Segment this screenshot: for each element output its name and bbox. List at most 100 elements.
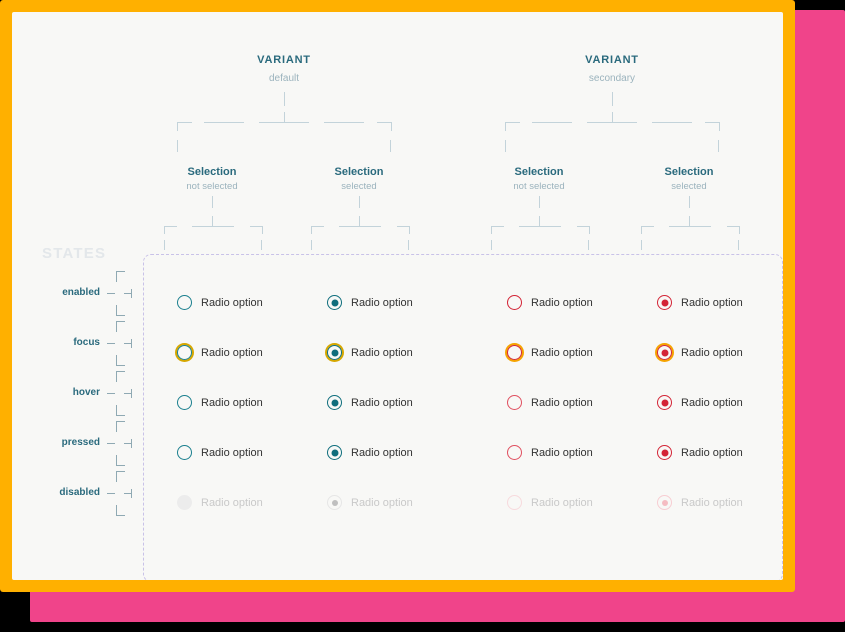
radio-option-hover-default-unselected[interactable]: Radio option bbox=[177, 395, 263, 410]
radio-option-enabled-secondary-unselected[interactable]: Radio option bbox=[507, 295, 593, 310]
selection-subtitle-default-selected: selected bbox=[341, 181, 377, 192]
radio-option-pressed-secondary-unselected[interactable]: Radio option bbox=[507, 445, 593, 460]
radio-inner-dot bbox=[331, 449, 338, 456]
connector-line bbox=[261, 240, 262, 250]
radio-option-label: Radio option bbox=[531, 296, 593, 309]
selection-title-default-unselected: Selection bbox=[187, 166, 237, 178]
connector-line bbox=[539, 216, 540, 226]
radio-option-label: Radio option bbox=[681, 396, 743, 409]
radio-button-icon[interactable] bbox=[507, 445, 522, 460]
radio-button-icon[interactable] bbox=[327, 345, 342, 360]
radio-option-label: Radio option bbox=[351, 446, 413, 459]
connector-line bbox=[519, 226, 561, 227]
state-label-pressed: pressed bbox=[61, 437, 100, 448]
radio-button-icon[interactable] bbox=[177, 445, 192, 460]
radio-option-pressed-default-unselected[interactable]: Radio option bbox=[177, 445, 263, 460]
radio-option-focus-secondary-selected[interactable]: Radio option bbox=[657, 345, 743, 360]
radio-inner-dot bbox=[661, 449, 668, 456]
radio-option-focus-default-selected[interactable]: Radio option bbox=[327, 345, 413, 360]
radio-option-focus-secondary-unselected[interactable]: Radio option bbox=[507, 345, 593, 360]
radio-option-focus-default-unselected[interactable]: Radio option bbox=[177, 345, 263, 360]
state-connector-tick-vertical bbox=[131, 389, 132, 398]
connector-line bbox=[339, 226, 381, 227]
radio-inner-dot bbox=[661, 399, 668, 406]
radio-option-hover-secondary-unselected[interactable]: Radio option bbox=[507, 395, 593, 410]
radio-button-icon[interactable] bbox=[327, 295, 342, 310]
radio-button-icon[interactable] bbox=[657, 345, 672, 360]
radio-button-icon[interactable] bbox=[327, 445, 342, 460]
radio-option-pressed-secondary-selected[interactable]: Radio option bbox=[657, 445, 743, 460]
radio-option-label: Radio option bbox=[201, 446, 263, 459]
connector-line bbox=[669, 226, 711, 227]
radio-button-icon[interactable] bbox=[507, 395, 522, 410]
state-label-focus: focus bbox=[73, 337, 100, 348]
connector-line bbox=[284, 112, 285, 122]
state-connector-tick-vertical bbox=[131, 489, 132, 498]
radio-option-hover-secondary-selected[interactable]: Radio option bbox=[657, 395, 743, 410]
radio-button-icon bbox=[177, 495, 192, 510]
radio-option-label: Radio option bbox=[531, 446, 593, 459]
connector-corner bbox=[577, 226, 590, 234]
state-connector-tick-vertical bbox=[131, 289, 132, 298]
radio-option-label: Radio option bbox=[351, 496, 413, 509]
radio-inner-dot bbox=[331, 299, 338, 306]
radio-option-label: Radio option bbox=[681, 446, 743, 459]
connector-line bbox=[204, 122, 244, 123]
state-label-enabled: enabled bbox=[62, 287, 100, 298]
radio-option-enabled-default-unselected[interactable]: Radio option bbox=[177, 295, 263, 310]
radio-button-icon[interactable] bbox=[507, 345, 522, 360]
radio-option-label: Radio option bbox=[351, 396, 413, 409]
variant-subtitle-secondary: secondary bbox=[588, 73, 636, 84]
radio-option-label: Radio option bbox=[351, 346, 413, 359]
radio-button-icon[interactable] bbox=[657, 395, 672, 410]
connector-line bbox=[259, 122, 309, 123]
state-bracket-corner-top bbox=[116, 271, 125, 282]
connector-corner bbox=[397, 226, 410, 234]
connector-corner bbox=[641, 226, 654, 234]
variant-title-default: VARIANT bbox=[257, 54, 311, 66]
state-connector-tick bbox=[124, 393, 131, 394]
radio-button-icon bbox=[657, 495, 672, 510]
state-connector-dash bbox=[107, 393, 115, 394]
radio-row-hover: Radio option Radio option Radio option Radi… bbox=[12, 395, 783, 415]
connector-line bbox=[532, 122, 572, 123]
radio-row-enabled: Radio option Radio option Radio option Radi… bbox=[12, 295, 783, 315]
connector-line bbox=[738, 240, 739, 250]
radio-button-icon[interactable] bbox=[177, 345, 192, 360]
radio-button-icon[interactable] bbox=[657, 295, 672, 310]
connector-line bbox=[505, 140, 506, 152]
selection-subtitle-default-unselected: not selected bbox=[186, 181, 238, 192]
radio-option-hover-default-selected[interactable]: Radio option bbox=[327, 395, 413, 410]
state-connector-dash bbox=[107, 293, 115, 294]
radio-option-label: Radio option bbox=[531, 396, 593, 409]
radio-option-enabled-secondary-selected[interactable]: Radio option bbox=[657, 295, 743, 310]
radio-option-label: Radio option bbox=[201, 346, 263, 359]
state-connector-tick-vertical bbox=[131, 339, 132, 348]
radio-button-icon[interactable] bbox=[507, 295, 522, 310]
radio-option-enabled-default-selected[interactable]: Radio option bbox=[327, 295, 413, 310]
radio-option-pressed-default-selected[interactable]: Radio option bbox=[327, 445, 413, 460]
state-bracket-corner-top bbox=[116, 421, 125, 432]
radio-inner-dot bbox=[331, 349, 338, 356]
connector-line bbox=[652, 122, 692, 123]
state-bracket-corner-top bbox=[116, 321, 125, 332]
radio-button-icon[interactable] bbox=[657, 445, 672, 460]
connector-line bbox=[212, 196, 213, 208]
radio-button-icon bbox=[327, 495, 342, 510]
radio-button-icon[interactable] bbox=[177, 395, 192, 410]
radio-option-label: Radio option bbox=[531, 346, 593, 359]
radio-option-disabled-default-selected: Radio option bbox=[327, 495, 413, 510]
connector-line bbox=[359, 196, 360, 208]
variant-subtitle-default: default bbox=[268, 73, 300, 84]
connector-line bbox=[689, 216, 690, 226]
connector-corner bbox=[177, 122, 192, 131]
radio-option-label: Radio option bbox=[531, 496, 593, 509]
radio-option-label: Radio option bbox=[681, 296, 743, 309]
radio-option-label: Radio option bbox=[201, 396, 263, 409]
connector-line bbox=[539, 196, 540, 208]
radio-button-icon[interactable] bbox=[177, 295, 192, 310]
state-bracket-corner-top bbox=[116, 371, 125, 382]
radio-option-label: Radio option bbox=[201, 496, 263, 509]
radio-button-icon[interactable] bbox=[327, 395, 342, 410]
